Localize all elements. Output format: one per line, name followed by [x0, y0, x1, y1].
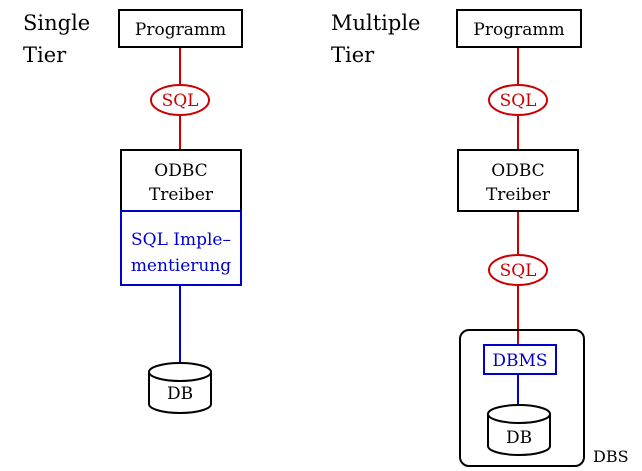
multiple-programm-label: Programm — [473, 20, 564, 40]
multiple-tier-title-line1: Multiple — [331, 11, 421, 35]
multiple-odbc-box — [457, 149, 579, 212]
single-programm-label: Programm — [135, 20, 226, 40]
single-tier-title-line1: Single — [23, 11, 90, 35]
dbs-container — [459, 329, 585, 467]
multiple-sql-bottom-label: SQL — [500, 261, 537, 281]
multiple-db-cylinder — [487, 404, 551, 456]
single-tier-group: Single Tier Programm SQL ODBC Treiber SQ… — [23, 9, 243, 414]
single-db-label: DB — [167, 384, 193, 404]
single-impl-line1: SQL Imple– — [131, 230, 231, 250]
single-odbc-line1: ODBC — [154, 161, 207, 181]
multiple-programm-box — [456, 9, 582, 48]
dbms-label: DBMS — [492, 351, 547, 371]
single-sql-label: SQL — [162, 91, 199, 111]
single-odbc-line2: Treiber — [149, 185, 214, 205]
dbs-label: DBS — [593, 447, 629, 466]
single-impl-line2: mentierung — [131, 256, 231, 276]
single-programm-box — [118, 9, 243, 48]
multiple-odbc-line2: Treiber — [486, 185, 551, 205]
multiple-odbc-line1: ODBC — [491, 161, 544, 181]
multiple-tier-title-line2: Tier — [331, 43, 375, 67]
multiple-sql-top-label: SQL — [500, 91, 537, 111]
multiple-db-label: DB — [506, 428, 532, 448]
single-db-cylinder — [148, 362, 212, 414]
single-sql-impl-box — [120, 210, 242, 286]
dbms-box — [483, 344, 557, 375]
single-tier-title-line2: Tier — [23, 43, 67, 67]
multiple-tier-group: Multiple Tier Programm SQL ODBC Treiber … — [331, 9, 629, 467]
